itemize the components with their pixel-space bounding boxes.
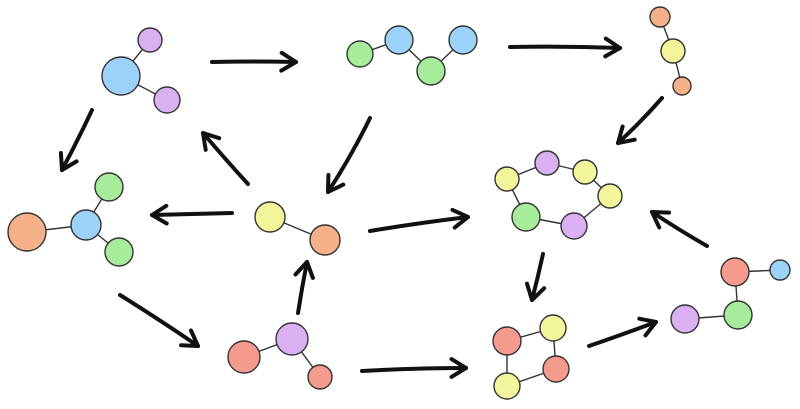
arrow-m5-to-m6: [368, 207, 470, 233]
atom-node-yellow: [572, 159, 598, 185]
arrow-shaft: [210, 59, 298, 64]
molecule-m1: [101, 27, 181, 114]
atom-node-purple: [560, 212, 588, 240]
arrow-m4-to-m7: [118, 293, 200, 348]
arrow-m8-to-m9: [587, 316, 658, 348]
arrow-head: [279, 50, 298, 73]
atom-node-yellow: [254, 201, 286, 233]
arrow-shaft: [368, 215, 470, 233]
arrow-m2-to-m5: [326, 116, 372, 194]
arrow-shaft: [616, 96, 664, 145]
molecules-layer: [7, 6, 791, 400]
arrow-m9-to-m6: [650, 210, 709, 248]
atom-node-blue: [384, 25, 414, 55]
arrow-m3-to-m6: [616, 96, 664, 145]
atom-node-orange: [649, 6, 671, 28]
molecule-m4: [7, 172, 134, 267]
arrow-shaft: [296, 260, 309, 315]
atom-node-purple: [670, 304, 700, 334]
atom-node-salmon: [720, 257, 750, 287]
arrow-m5-to-m4: [150, 203, 234, 226]
arrow-shaft: [150, 211, 234, 217]
atom-node-yellow: [597, 183, 623, 209]
arrow-head: [650, 210, 671, 230]
arrow-m7-to-m5: [293, 260, 315, 315]
arrow-head: [150, 203, 169, 226]
arrow-head: [326, 173, 346, 194]
arrow-head: [450, 207, 470, 230]
atom-node-purple: [153, 86, 181, 114]
atom-node-orange: [672, 76, 692, 96]
molecule-m9: [670, 257, 791, 334]
atom-node-salmon: [227, 340, 261, 374]
arrow-m1-to-m4: [58, 108, 94, 172]
atom-node-salmon: [542, 355, 570, 383]
arrow-head: [201, 131, 222, 152]
molecule-m5: [254, 201, 341, 256]
arrow-shaft: [360, 366, 468, 373]
atom-node-purple: [137, 27, 163, 53]
arrow-head: [525, 281, 547, 302]
arrow-shaft: [60, 108, 94, 172]
molecule-m2: [346, 25, 478, 86]
atom-node-blue: [70, 209, 102, 241]
atom-node-green: [723, 300, 753, 330]
arrow-shaft: [530, 252, 545, 302]
atom-node-blue: [448, 25, 478, 55]
arrow-shaft: [201, 131, 250, 186]
atom-node-yellow: [494, 166, 520, 192]
arrow-head: [637, 316, 658, 338]
atom-node-green: [346, 40, 374, 68]
atom-node-green: [416, 56, 446, 86]
atom-node-blue: [769, 259, 791, 281]
atom-node-yellow: [660, 38, 686, 64]
atom-node-orange: [7, 212, 47, 252]
atom-node-blue: [101, 56, 141, 96]
arrow-m6-to-m8: [525, 252, 547, 302]
atom-node-green: [511, 202, 541, 232]
arrow-shaft: [326, 116, 372, 194]
molecule-m8: [492, 314, 570, 400]
atom-node-salmon: [492, 326, 522, 356]
atom-node-orange: [309, 224, 341, 256]
arrow-head: [179, 328, 200, 348]
molecule-m3: [649, 6, 692, 96]
arrow-shaft: [587, 320, 658, 348]
arrow-m2-to-m3: [508, 36, 622, 59]
atom-node-yellow: [539, 314, 567, 342]
arrow-shaft: [118, 293, 200, 348]
arrow-head: [616, 124, 637, 145]
arrow-shaft: [508, 44, 622, 50]
arrows-layer: [58, 36, 709, 379]
arrow-head: [603, 36, 622, 59]
arrow-m7-to-m8: [360, 357, 468, 379]
arrow-head: [449, 357, 468, 379]
molecule-m6: [494, 150, 623, 240]
atom-node-green: [104, 237, 134, 267]
molecule-m7: [227, 322, 333, 390]
atom-node-salmon: [307, 364, 333, 390]
arrow-m5-to-m1: [201, 131, 250, 186]
arrow-shaft: [650, 210, 709, 248]
atom-node-purple: [534, 150, 560, 176]
atom-node-green: [94, 172, 124, 202]
atom-node-yellow: [493, 372, 521, 400]
arrow-head: [293, 260, 315, 280]
atom-node-purple: [275, 322, 309, 356]
arrow-head: [58, 151, 79, 172]
arrow-m1-to-m2: [210, 50, 298, 73]
